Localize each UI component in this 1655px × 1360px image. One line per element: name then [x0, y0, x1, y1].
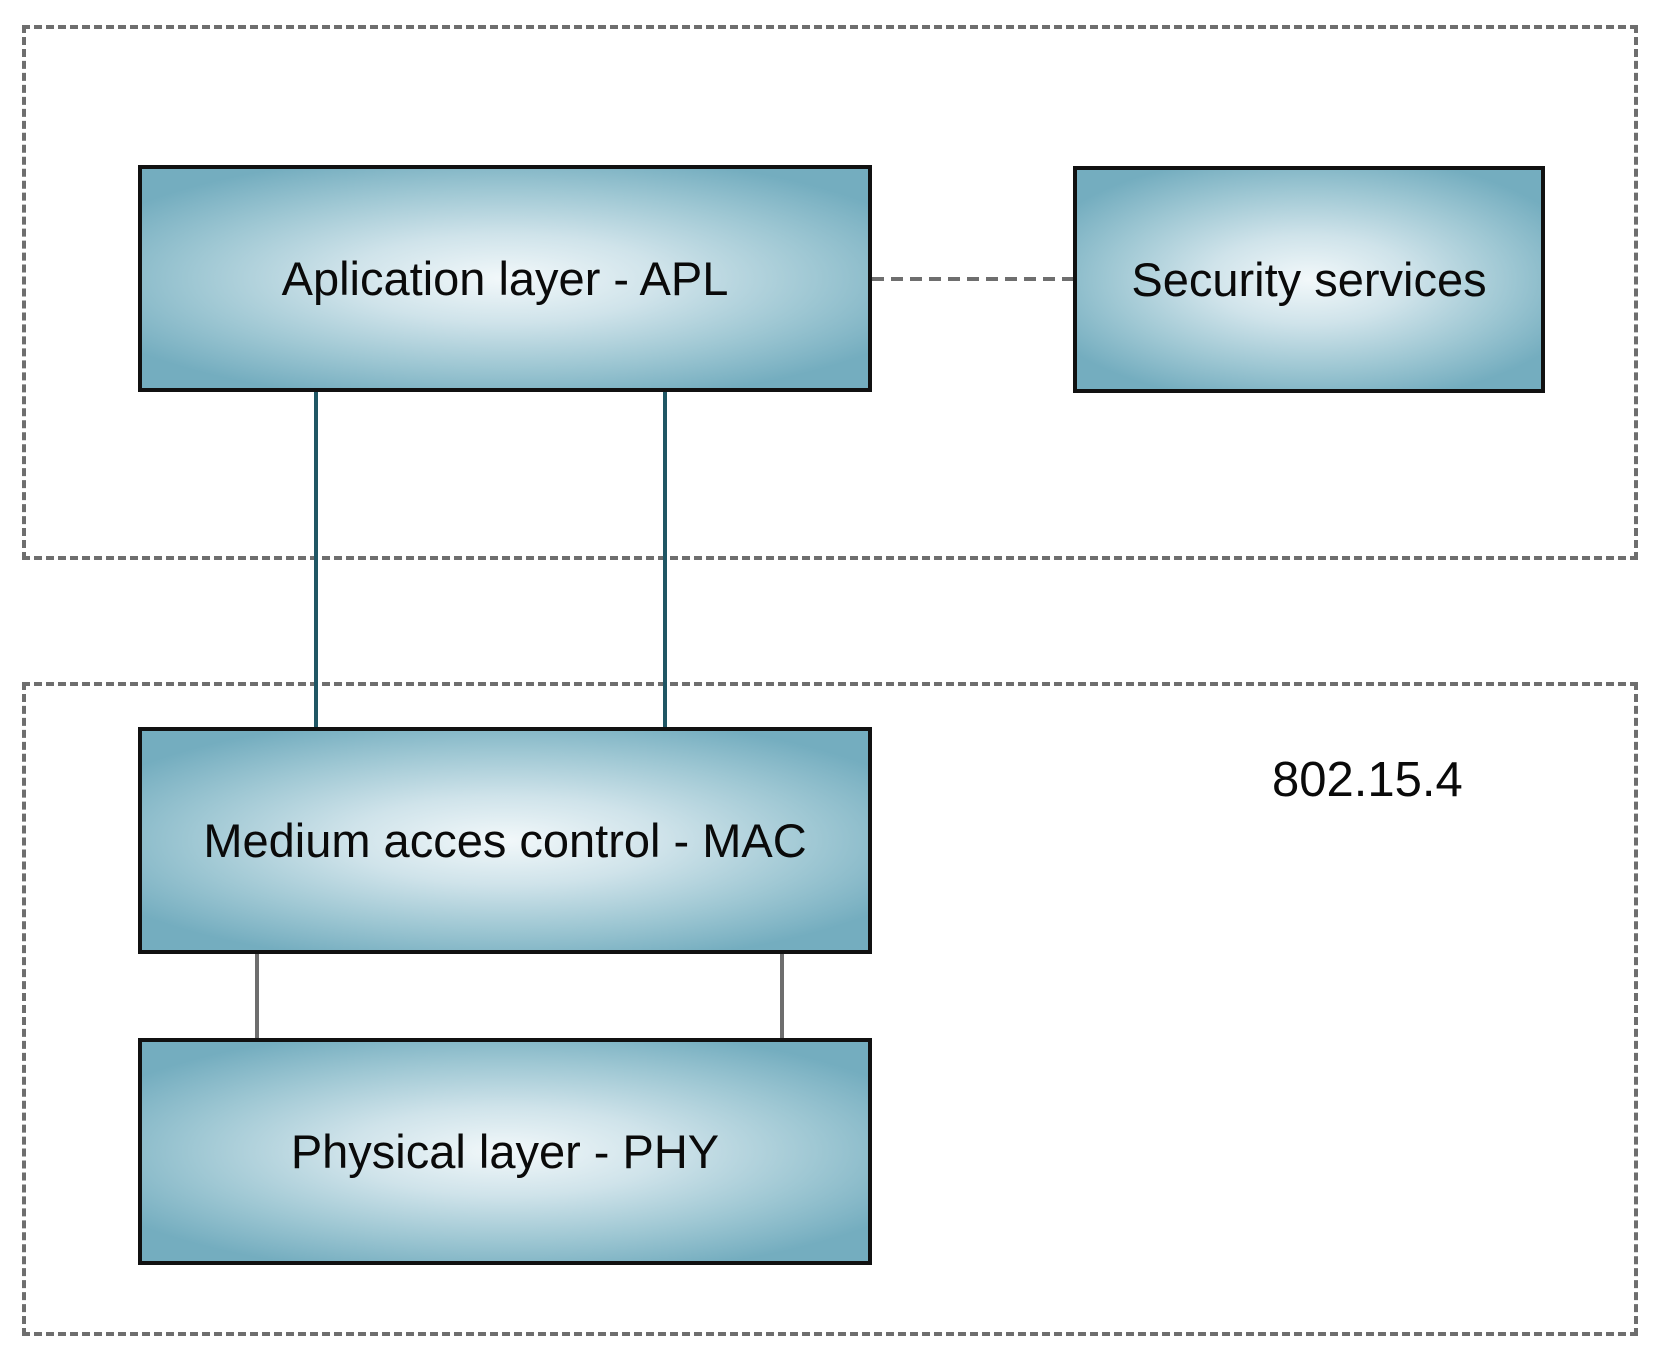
application-layer-label: Aplication layer - APL — [281, 252, 729, 305]
security-services-label: Security services — [1131, 253, 1487, 306]
mac-layer-box: Medium acces control - MAC — [138, 727, 872, 954]
application-layer-box: Aplication layer - APL — [138, 165, 872, 392]
security-services-box: Security services — [1073, 166, 1545, 393]
physical-layer-label: Physical layer - PHY — [290, 1125, 720, 1178]
upper-layers-group — [22, 25, 1638, 560]
ieee-802-15-4-group — [22, 682, 1638, 1336]
physical-layer-box: Physical layer - PHY — [138, 1038, 872, 1265]
standard-label: 802.15.4 — [1272, 753, 1463, 807]
mac-layer-label: Medium acces control - MAC — [203, 814, 807, 867]
